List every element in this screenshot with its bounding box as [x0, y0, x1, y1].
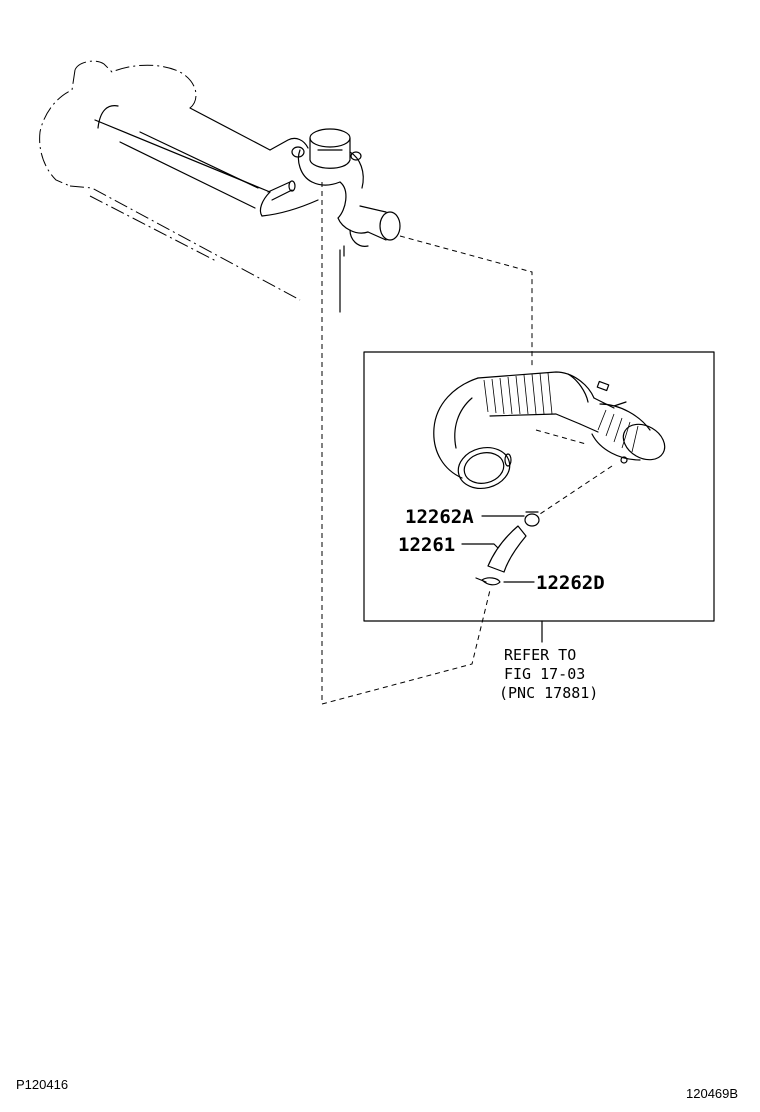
- leader-hose-to-clamp: [539, 465, 613, 515]
- callout-12262a: 12262A: [405, 506, 474, 528]
- leader-12261: [461, 543, 499, 549]
- clamp-12262a: [524, 511, 540, 527]
- reference-note-line2: FIG 17-03: [504, 665, 585, 683]
- leader-hose-inner: [535, 429, 587, 445]
- illustration-code-right: 120469B: [686, 1086, 739, 1101]
- throttle-body: [261, 128, 401, 313]
- air-intake-hose: [433, 371, 666, 489]
- callout-12262d: 12262D: [536, 572, 605, 594]
- leader-throttle-to-box: [399, 235, 533, 366]
- clip-12262d: [475, 577, 501, 586]
- reference-note-line1: REFER TO: [504, 646, 576, 664]
- reference-note-line3: (PNC 17881): [499, 684, 598, 702]
- hose-12261: [487, 525, 527, 573]
- leader-engine-to-clip: [321, 182, 491, 705]
- callout-12261: 12261: [398, 534, 455, 556]
- illustration-code-left: P120416: [16, 1077, 69, 1092]
- detail-box: [363, 351, 715, 622]
- engine-phantom-outline: [39, 60, 309, 301]
